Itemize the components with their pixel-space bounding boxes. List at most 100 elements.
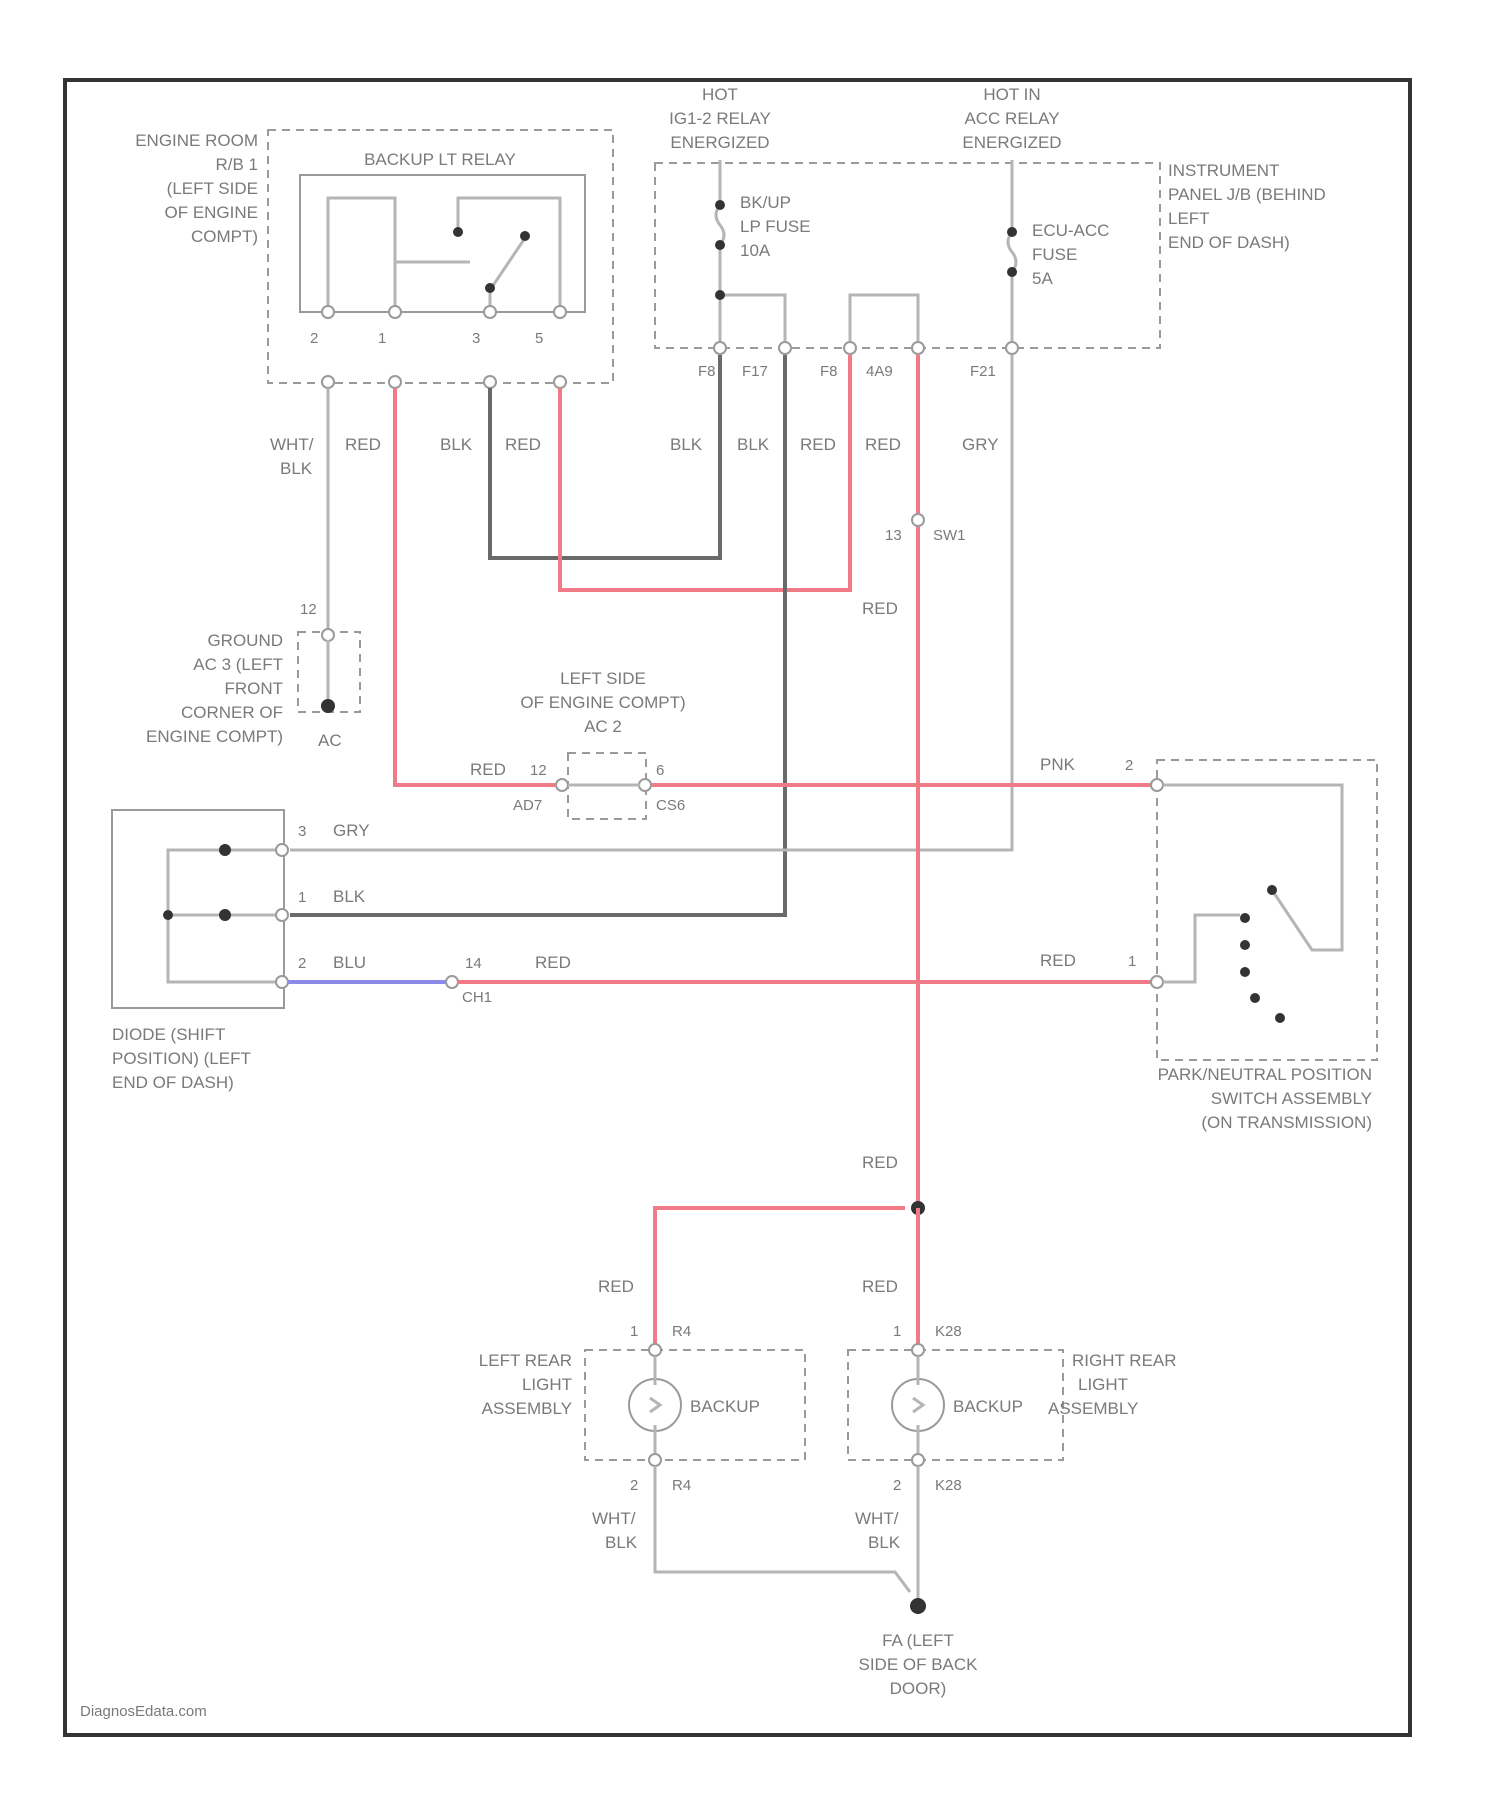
svg-text:FUSE: FUSE	[1032, 245, 1077, 264]
svg-text:R/B 1: R/B 1	[215, 155, 258, 174]
svg-text:WHT/: WHT/	[592, 1509, 636, 1528]
diode-dot	[163, 910, 173, 920]
svg-text:CORNER OF: CORNER OF	[181, 703, 283, 722]
left-wht-blk: WHT/ BLK	[592, 1509, 638, 1552]
left-lamp-conn2: R4	[672, 1477, 691, 1494]
right-rear-label: RIGHT REAR LIGHT ASSEMBLY	[1048, 1351, 1177, 1418]
svg-text:5A: 5A	[1032, 269, 1053, 288]
diode-pin	[276, 844, 288, 856]
relay-pin-connector	[322, 376, 334, 388]
relay-pin-connector	[389, 306, 401, 318]
svg-text:LEFT REAR: LEFT REAR	[479, 1351, 572, 1370]
svg-text:(ON TRANSMISSION): (ON TRANSMISSION)	[1201, 1113, 1372, 1132]
svg-text:ENERGIZED: ENERGIZED	[962, 133, 1061, 152]
svg-text:AC 2: AC 2	[584, 717, 622, 736]
pn-switch-pin	[1151, 976, 1163, 988]
pnk-label: PNK	[1040, 755, 1076, 774]
jb-pin-connector	[714, 342, 726, 354]
ecu-acc-fuse-label: ECU-ACC FUSE 5A	[1032, 221, 1109, 288]
red-mid2-label: RED	[1040, 951, 1076, 970]
svg-text:LP FUSE: LP FUSE	[740, 217, 811, 236]
jb-gry-wire	[290, 355, 1012, 850]
right-backup-text: BACKUP	[953, 1397, 1023, 1416]
svg-text:F17: F17	[742, 363, 768, 380]
ground-pin: 12	[300, 601, 317, 618]
pn-switch-box	[1157, 760, 1377, 1060]
ch1-pin: 14	[465, 955, 482, 972]
red-right-label: RED	[862, 1277, 898, 1296]
pn-switch-contact	[1275, 1013, 1285, 1023]
svg-text:F8: F8	[820, 363, 838, 380]
right-backup-bulb-icon	[892, 1379, 944, 1431]
svg-text:F8: F8	[698, 363, 716, 380]
svg-text:RED: RED	[505, 435, 541, 454]
red-drop-label: RED	[862, 1153, 898, 1172]
diode-dot	[219, 844, 231, 856]
svg-text:10A: 10A	[740, 241, 771, 260]
red-label: RED	[862, 599, 898, 618]
svg-text:WHT/: WHT/	[270, 435, 314, 454]
svg-text:LEFT: LEFT	[1168, 209, 1210, 228]
hot-ig2-label: HOT IG1-2 RELAY ENERGIZED	[669, 85, 771, 152]
svg-text:AC 3 (LEFT: AC 3 (LEFT	[193, 655, 283, 674]
splice-pin: 13	[885, 527, 902, 544]
pn-switch-contact	[1250, 993, 1260, 1003]
svg-text:PANEL J/B (BEHIND: PANEL J/B (BEHIND	[1168, 185, 1326, 204]
shift-wire-labels: 3 GRY 1 BLK 2 BLU	[298, 821, 370, 972]
left-lamp-bottom-pin	[649, 1454, 661, 1466]
right-lamp-pin2: 2	[893, 1477, 901, 1494]
svg-text:INSTRUMENT: INSTRUMENT	[1168, 161, 1279, 180]
svg-text:ENGINE ROOM: ENGINE ROOM	[135, 131, 258, 150]
pn-switch-contact	[1240, 967, 1250, 977]
left-rear-label: LEFT REAR LIGHT ASSEMBLY	[479, 1351, 572, 1418]
diode-dot	[219, 909, 231, 921]
svg-text:IG1-2 RELAY: IG1-2 RELAY	[669, 109, 771, 128]
backup-relay-label: BACKUP LT RELAY	[364, 150, 516, 169]
engine-room-rb-label: ENGINE ROOM R/B 1 (LEFT SIDE OF ENGINE C…	[135, 131, 258, 246]
relay-pin-connector	[484, 376, 496, 388]
svg-text:END OF DASH): END OF DASH)	[112, 1073, 234, 1092]
relay-contact-dot	[485, 283, 495, 293]
svg-text:BK/UP: BK/UP	[740, 193, 791, 212]
right-lamp-bottom-pin	[912, 1454, 924, 1466]
svg-text:BLK: BLK	[333, 887, 366, 906]
relay-pin-connector	[484, 306, 496, 318]
instrument-panel-jb-label: INSTRUMENT PANEL J/B (BEHIND LEFT END OF…	[1168, 161, 1326, 252]
splice-id: SW1	[933, 527, 966, 544]
svg-text:BLU: BLU	[333, 953, 366, 972]
relay-red-wire-5	[560, 355, 850, 590]
diode-box	[112, 810, 284, 1008]
svg-text:2: 2	[310, 330, 318, 347]
svg-text:WHT/: WHT/	[855, 1509, 899, 1528]
right-wht-blk: WHT/ BLK	[855, 1509, 901, 1552]
svg-text:HOT: HOT	[702, 85, 738, 104]
right-bulb-filament	[913, 1356, 923, 1455]
svg-text:GROUND: GROUND	[207, 631, 283, 650]
svg-text:OF ENGINE COMPT): OF ENGINE COMPT)	[520, 693, 685, 712]
svg-text:POSITION) (LEFT: POSITION) (LEFT	[112, 1049, 251, 1068]
svg-text:1: 1	[378, 330, 386, 347]
svg-text:RED: RED	[865, 435, 901, 454]
jb-internal	[720, 295, 918, 350]
right-lamp-top-pin	[912, 1344, 924, 1356]
jb-pin-connector	[844, 342, 856, 354]
svg-text:DIODE (SHIFT: DIODE (SHIFT	[112, 1025, 225, 1044]
svg-text:ECU-ACC: ECU-ACC	[1032, 221, 1109, 240]
svg-text:BLK: BLK	[868, 1533, 901, 1552]
relay-coil	[328, 198, 395, 312]
svg-text:RED: RED	[345, 435, 381, 454]
fuse-dot	[715, 200, 725, 210]
svg-text:BLK: BLK	[280, 459, 313, 478]
svg-text:ACC RELAY: ACC RELAY	[964, 109, 1059, 128]
relay-pin-connector	[389, 376, 401, 388]
pn-switch-contact	[1267, 885, 1277, 895]
pn-switch-internal	[1163, 785, 1342, 982]
right-lamp-pin: 1	[893, 1323, 901, 1340]
svg-text:RED: RED	[800, 435, 836, 454]
left-backup-bulb-icon	[629, 1379, 681, 1431]
fuse-dot	[715, 240, 725, 250]
svg-text:BLK: BLK	[670, 435, 703, 454]
pn-switch-contact	[1240, 913, 1250, 923]
relay-switch	[395, 198, 560, 312]
